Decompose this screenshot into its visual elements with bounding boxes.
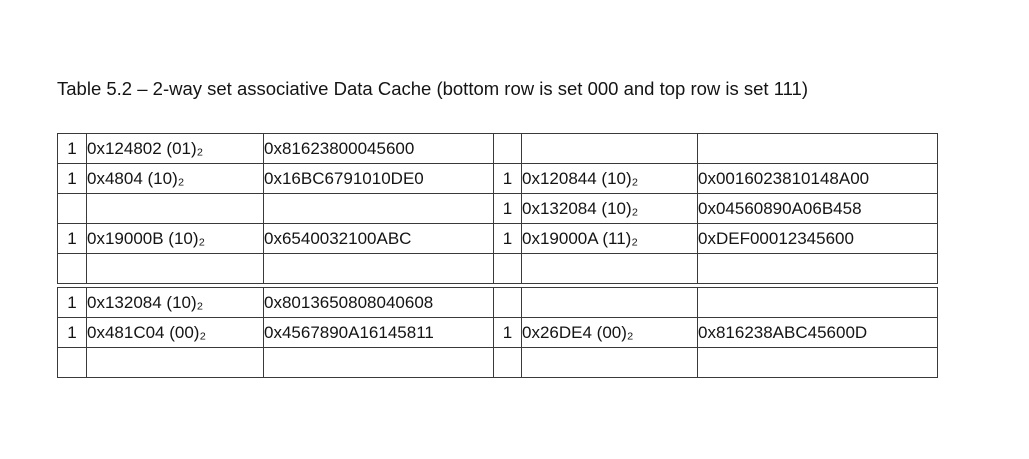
cache-table: 1 0x124802 (01)₂ 0x81623800045600 1 0x48…	[57, 133, 938, 378]
cache-set-row: 1 0x4804 (10)₂ 0x16BC6791010DE0 1 0x1208…	[57, 163, 938, 194]
tag-cell: 0x4804 (10)₂	[86, 163, 264, 194]
valid-cell	[57, 253, 87, 284]
cache-set-row	[57, 253, 938, 284]
tag-cell: 0x132084 (10)₂	[86, 287, 264, 318]
data-cell: 0x16BC6791010DE0	[263, 163, 494, 194]
tag-cell: 0x120844 (10)₂	[521, 163, 698, 194]
data-cell: 0xDEF00012345600	[697, 223, 938, 254]
data-cell: 0x6540032100ABC	[263, 223, 494, 254]
data-cell	[263, 347, 494, 378]
data-cell: 0x81623800045600	[263, 133, 494, 164]
valid-cell: 1	[57, 223, 87, 254]
cache-set-row	[57, 347, 938, 378]
data-cell: 0x04560890A06B458	[697, 193, 938, 224]
tag-cell	[86, 193, 264, 224]
data-cell	[697, 253, 938, 284]
valid-cell: 1	[57, 163, 87, 194]
tag-cell: 0x124802 (01)₂	[86, 133, 264, 164]
cache-set-row: 1 0x19000B (10)₂ 0x6540032100ABC 1 0x190…	[57, 223, 938, 254]
data-cell: 0x0016023810148A00	[697, 163, 938, 194]
valid-cell	[57, 347, 87, 378]
data-cell: 0x4567890A16145811	[263, 317, 494, 348]
valid-cell: 1	[493, 193, 522, 224]
tag-cell	[521, 133, 698, 164]
tag-cell: 0x19000B (10)₂	[86, 223, 264, 254]
valid-cell: 1	[57, 133, 87, 164]
cache-table-upper-section: 1 0x124802 (01)₂ 0x81623800045600 1 0x48…	[57, 133, 938, 284]
valid-cell: 1	[57, 287, 87, 318]
table-caption: Table 5.2 – 2-way set associative Data C…	[57, 78, 808, 99]
data-cell	[263, 193, 494, 224]
tag-cell	[521, 253, 698, 284]
cache-set-row: 1 0x481C04 (00)₂ 0x4567890A16145811 1 0x…	[57, 317, 938, 348]
tag-cell: 0x26DE4 (00)₂	[521, 317, 698, 348]
data-cell	[697, 133, 938, 164]
valid-cell	[57, 193, 87, 224]
tag-cell	[86, 253, 264, 284]
tag-cell: 0x132084 (10)₂	[521, 193, 698, 224]
data-cell	[263, 253, 494, 284]
data-cell	[697, 347, 938, 378]
cache-set-row: 1 0x132084 (10)₂ 0x04560890A06B458	[57, 193, 938, 224]
tag-cell: 0x481C04 (00)₂	[86, 317, 264, 348]
valid-cell	[493, 133, 522, 164]
data-cell	[697, 287, 938, 318]
tag-cell	[86, 347, 264, 378]
valid-cell	[493, 347, 522, 378]
cache-set-row: 1 0x124802 (01)₂ 0x81623800045600	[57, 133, 938, 164]
valid-cell: 1	[57, 317, 87, 348]
valid-cell	[493, 287, 522, 318]
valid-cell: 1	[493, 163, 522, 194]
valid-cell: 1	[493, 223, 522, 254]
tag-cell	[521, 287, 698, 318]
valid-cell: 1	[493, 317, 522, 348]
data-cell: 0x8013650808040608	[263, 287, 494, 318]
valid-cell	[493, 253, 522, 284]
cache-set-row: 1 0x132084 (10)₂ 0x8013650808040608	[57, 287, 938, 318]
cache-table-lower-section: 1 0x132084 (10)₂ 0x8013650808040608 1 0x…	[57, 287, 938, 378]
tag-cell: 0x19000A (11)₂	[521, 223, 698, 254]
tag-cell	[521, 347, 698, 378]
data-cell: 0x816238ABC45600D	[697, 317, 938, 348]
